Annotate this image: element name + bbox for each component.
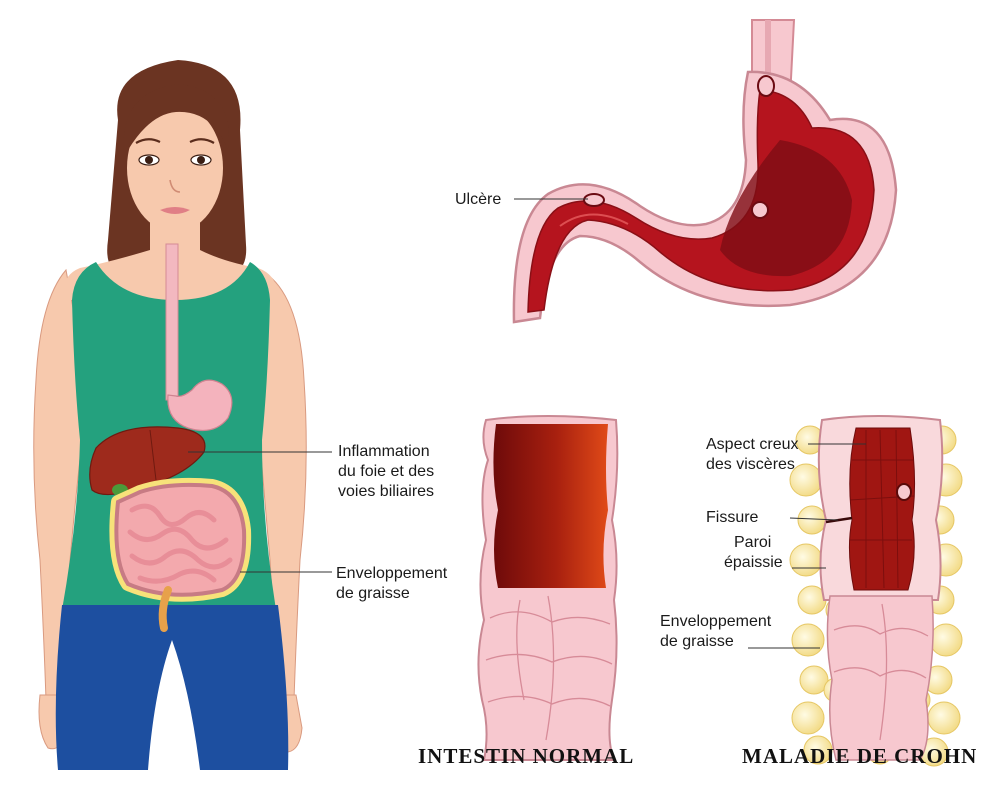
left-arm [33,268,89,701]
stomach [512,19,898,324]
jeans [55,605,289,770]
woman-pointer-lines [188,451,332,573]
face [127,104,223,232]
crohn-disease-title: MALADIE DE CROHN [742,744,978,768]
crohn-intestine [789,415,963,767]
ulcer-spot-2 [751,201,769,219]
crohn-fat-wrapping-label: Enveloppement de graisse [660,613,772,650]
normal-intestine-title: INTESTIN NORMAL [418,744,635,768]
normal-intestine [477,415,619,761]
rectum [158,586,172,632]
fissure-label: Fissure [706,509,759,526]
crohn-lower [826,595,934,761]
hollow-aspect-label: Aspect creux des viscères [706,436,799,473]
woman-figure [33,60,307,770]
liver-inflammation-label: Inflammation du foie et des voies biliai… [338,443,435,500]
right-arm [255,274,307,701]
normal-folds [485,595,613,741]
normal-intestine-lumen [493,424,608,588]
mouth [160,207,190,214]
body-fat-wrapping-label: Enveloppement de graisse [336,565,448,602]
ulcer-label: Ulcère [455,191,502,208]
liver [89,426,206,496]
ulcer-spot-1 [583,193,605,207]
esophagus [165,243,179,401]
thick-wall-label: Paroi épaissie [724,534,783,571]
ulcer-spot-3 [757,75,775,97]
body-stomach [167,379,233,431]
crohn-ulcer [896,483,912,501]
fissure-mark [825,516,853,524]
hair-front [123,84,229,150]
small-intestine [127,503,233,584]
crohn-pointer-lines [748,443,866,649]
